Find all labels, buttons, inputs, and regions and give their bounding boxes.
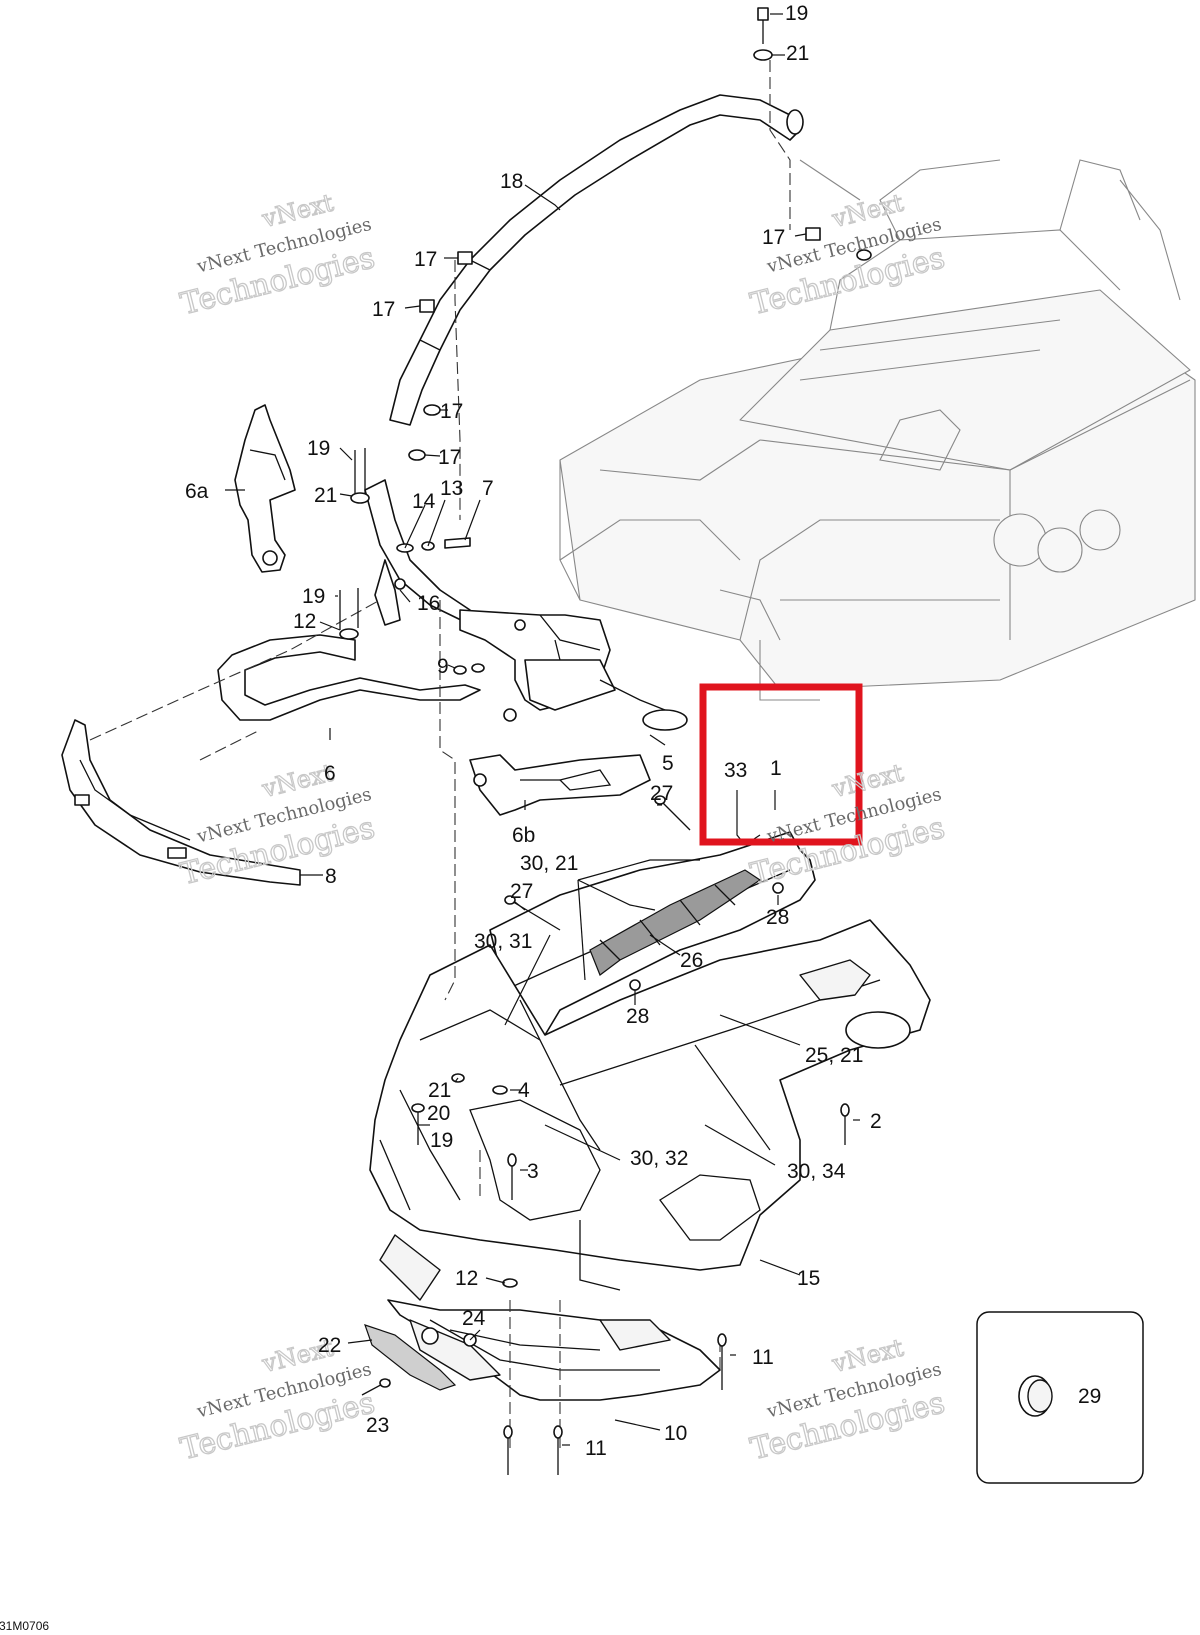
mesh-22 [364, 1324, 457, 1391]
callout-13: 13 [440, 477, 463, 500]
bumper-8 [61, 719, 301, 886]
callout-1: 1 [770, 757, 782, 780]
callout-21: 21 [786, 42, 809, 65]
callout-6a: 6a [185, 480, 209, 503]
callout-17: 17 [372, 298, 395, 321]
callout-19: 19 [430, 1129, 453, 1152]
callout-8: 8 [325, 865, 337, 888]
callout-19: 19 [785, 2, 808, 25]
callout-23: 23 [366, 1414, 389, 1437]
callout-17: 17 [762, 226, 785, 249]
hardware [339, 7, 872, 1475]
callout-26: 26 [680, 949, 703, 972]
callout-3: 3 [527, 1160, 539, 1183]
callout-29: 29 [1078, 1385, 1101, 1408]
callout-2: 2 [870, 1110, 882, 1133]
callout-14: 14 [412, 490, 436, 513]
callout-21: 21 [314, 484, 337, 507]
callout-16: 16 [417, 592, 440, 615]
callout-33: 33 [724, 759, 747, 782]
callout-11: 11 [752, 1346, 774, 1369]
callout-27: 27 [650, 782, 673, 805]
callout-6b: 6b [512, 824, 535, 847]
callout-5: 5 [662, 752, 674, 775]
leader-lines [225, 13, 1070, 1446]
callout-12: 12 [455, 1267, 478, 1290]
watermark-1: vNext vNext Technologies Technologies [176, 188, 378, 323]
callout-15: 15 [797, 1267, 820, 1290]
watermark-2: vNext vNext Technologies Technologies [746, 188, 948, 323]
callout-17: 17 [438, 446, 461, 469]
callout-7: 7 [482, 477, 494, 500]
watermark-5: vNext vNext Technologies Technologies [176, 1333, 378, 1468]
callout-30-34: 30, 34 [787, 1160, 846, 1183]
callout-22: 22 [318, 1334, 341, 1357]
callout-27: 27 [510, 880, 533, 903]
callout-19: 19 [302, 585, 325, 608]
drawing-code: 31M0706 [0, 1619, 49, 1633]
bracket-6b [469, 754, 651, 816]
callout-30-32: 30, 32 [630, 1147, 688, 1170]
callout-11: 11 [585, 1437, 607, 1460]
callout-6: 6 [324, 762, 336, 785]
highlight-box [699, 683, 863, 846]
callout-24: 24 [462, 1307, 486, 1330]
panel-1 [489, 831, 816, 1036]
callout-18: 18 [500, 170, 523, 193]
bar-6 [217, 634, 481, 721]
chassis-frame [559, 159, 1196, 701]
callout-19: 19 [307, 437, 330, 460]
callout-28: 28 [766, 906, 789, 929]
callout-30-21: 30, 21 [520, 852, 578, 875]
callout-17: 17 [440, 400, 463, 423]
column-assembly [364, 479, 471, 626]
callout-12: 12 [293, 610, 316, 633]
skidplate-10 [387, 1299, 721, 1401]
callout-4: 4 [518, 1079, 530, 1102]
callouts: 19 21 18 17 17 17 17 17 6a 19 21 14 13 7… [185, 2, 1101, 1460]
inset-box-29 [976, 1311, 1144, 1484]
callout-9: 9 [437, 655, 449, 678]
callout-30-31: 30, 31 [474, 930, 532, 953]
steering-block-5 [459, 609, 688, 731]
callout-21: 21 [428, 1079, 451, 1102]
callout-10: 10 [664, 1422, 687, 1445]
phantom-lines [89, 60, 791, 1450]
watermark-4: vNext vNext Technologies Technologies [746, 758, 948, 893]
callout-17: 17 [414, 248, 437, 271]
callout-20: 20 [427, 1102, 450, 1125]
bellypan-15 [369, 919, 931, 1301]
callout-28: 28 [626, 1005, 649, 1028]
bracket-6a [234, 404, 296, 573]
callout-25-21: 25, 21 [805, 1044, 863, 1067]
